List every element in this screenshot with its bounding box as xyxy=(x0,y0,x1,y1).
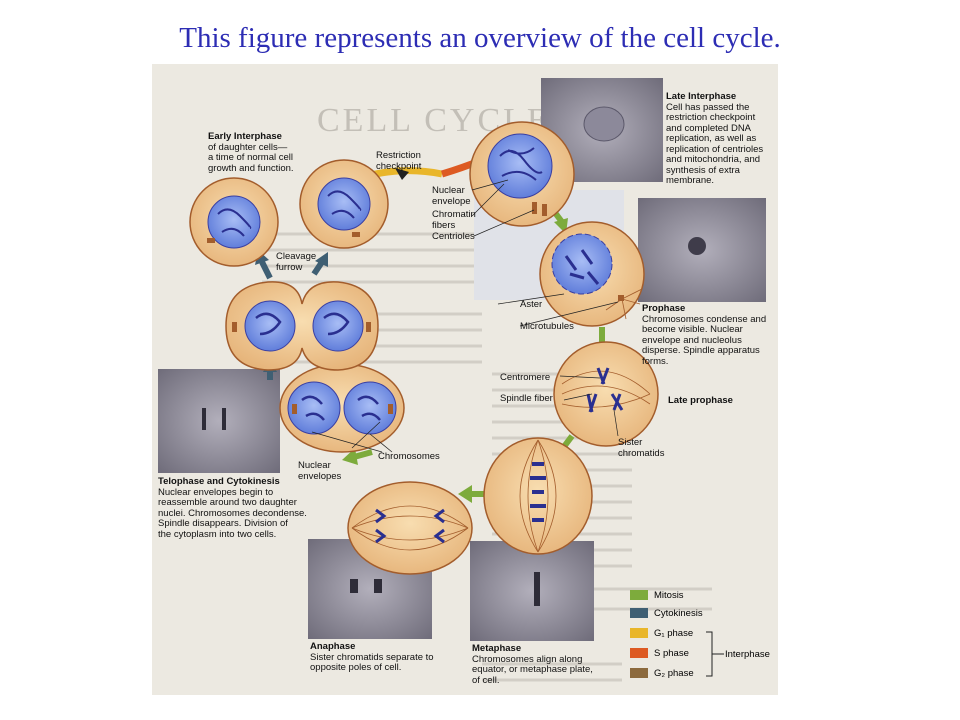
anaphase-cell xyxy=(347,481,473,575)
nuclear-envelope-label: Nuclear envelope xyxy=(432,185,471,207)
cytokinesis-cells xyxy=(225,281,379,371)
cell-cycle-diagram xyxy=(158,78,766,641)
late-interphase-photo xyxy=(541,78,663,182)
early-interphase-label: Early Interphase of daughter cells— a ti… xyxy=(208,131,294,174)
centrioles-label: Centrioles xyxy=(432,231,475,242)
legend-swatch xyxy=(630,608,648,619)
late-prophase-cell xyxy=(553,341,659,447)
slide-title: This figure represents an overview of th… xyxy=(179,22,781,54)
anaphase-label: Anaphase Sister chromatids separate to o… xyxy=(310,641,434,673)
daughter-cell-right xyxy=(299,159,389,249)
legend-item-cytokinesis: Cytokinesis xyxy=(630,608,703,620)
prophase-label: Prophase Chromosomes condense and become… xyxy=(642,303,767,367)
legend-swatch xyxy=(630,668,648,679)
cleavage-furrow-label: Cleavage furrow xyxy=(276,251,317,273)
legend-item-g1: G₁ phase xyxy=(630,628,693,640)
chromosomes-label: Chromosomes xyxy=(378,451,440,462)
metaphase-label: Metaphase Chromosomes align along equato… xyxy=(472,643,593,686)
microtubules-label: Microtubules xyxy=(520,321,574,332)
metaphase-cell xyxy=(483,437,593,555)
daughter-cell-left xyxy=(189,177,279,267)
legend-swatch xyxy=(630,628,648,639)
nuclear-envelopes-label: Nuclear envelopes xyxy=(298,460,342,482)
legend-item-g2: G₂ phase xyxy=(630,668,694,680)
legend-item-mitosis: Mitosis xyxy=(630,590,684,602)
telophase-label: Telophase and Cytokinesis Nuclear envelo… xyxy=(158,476,307,540)
phase-legend: Mitosis Cytokinesis G₁ phase S phase G₂ … xyxy=(630,588,778,684)
legend-swatch xyxy=(630,590,648,601)
restriction-checkpoint-label: Restriction checkpoint xyxy=(376,150,422,172)
late-interphase-label: Late Interphase Cell has passed the rest… xyxy=(666,91,764,186)
chromatin-fibers-label: Chromatin fibers xyxy=(432,209,476,231)
legend-item-s: S phase xyxy=(630,648,689,660)
aster-label: Aster xyxy=(520,299,543,310)
metaphase-photo xyxy=(470,541,594,641)
telophase-cell xyxy=(279,363,405,453)
prophase-cell xyxy=(539,221,645,327)
telophase-photo xyxy=(158,369,280,473)
late-prophase-label: Late prophase xyxy=(668,395,733,406)
interphase-label: Interphase xyxy=(725,649,770,660)
leader-lines xyxy=(311,179,619,453)
cell-cycle-figure: CELL CYCLE xyxy=(152,64,778,695)
spindle-fiber-label: Spindle fiber xyxy=(500,393,553,404)
prophase-photo xyxy=(638,198,766,302)
legend-swatch xyxy=(630,648,648,659)
interphase-bracket xyxy=(706,631,724,677)
sister-chromatids-label: Sister chromatids xyxy=(618,437,665,459)
late-interphase-cell xyxy=(469,121,575,227)
centromere-label: Centromere xyxy=(500,372,551,383)
